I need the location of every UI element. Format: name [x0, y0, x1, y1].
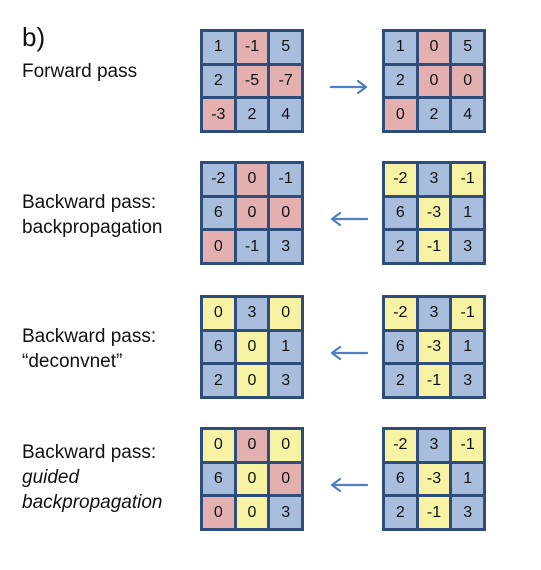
grid-cell: 0: [270, 298, 301, 329]
grid-cell: 0: [203, 298, 234, 329]
grid-cell: 3: [270, 497, 301, 528]
grid-cell: 1: [452, 331, 483, 363]
row-label-line: “deconvnet”: [22, 351, 123, 372]
grid-cell: -2: [385, 430, 416, 461]
grid-cell: 1: [270, 331, 301, 363]
grid-cell: 4: [452, 99, 483, 130]
row-label: Backward pass: guided backpropagation: [22, 440, 163, 515]
row-label: Backward pass: “deconvnet”: [22, 324, 156, 374]
grid-cell: 6: [385, 197, 416, 229]
grid-cell: 3: [452, 365, 483, 396]
grid-cell: 0: [203, 497, 234, 528]
grid-cell: 6: [203, 331, 234, 363]
grid-cell: -1: [236, 231, 268, 262]
grid-cell: 4: [270, 99, 301, 130]
grid-cell: 0: [203, 231, 234, 262]
row-label-line: Backward pass:: [22, 326, 157, 347]
grid-cell: 1: [452, 463, 483, 495]
grid-cell: 0: [385, 99, 416, 130]
grid-cell: 0: [236, 331, 268, 363]
grid-cell: -3: [418, 197, 450, 229]
grid-cell: 3: [418, 298, 450, 329]
grid-cell: 0: [236, 365, 268, 396]
grid-cell: 2: [385, 365, 416, 396]
row-label-line: Backward pass:: [22, 442, 157, 463]
grid-cell: 6: [203, 463, 234, 495]
row-label-line: backpropagation: [22, 217, 163, 238]
grid-cell: 5: [270, 32, 301, 63]
grid-cell: -1: [418, 497, 450, 528]
grid-cell: 0: [236, 197, 268, 229]
grid-cell: 5: [452, 32, 483, 63]
grid-cell: 3: [236, 298, 268, 329]
grid-cell: 2: [203, 365, 234, 396]
arrow-left-icon: [330, 212, 368, 226]
grid-cell: -1: [418, 365, 450, 396]
grid-cell: 0: [270, 197, 301, 229]
grid-cell: 3: [452, 231, 483, 262]
grid-cell: 3: [270, 231, 301, 262]
grid-cell: 0: [236, 430, 268, 461]
grid-cell: 1: [203, 32, 234, 63]
grid-cell: 0: [236, 463, 268, 495]
grid-cell: 0: [270, 463, 301, 495]
grid-cell: 3: [418, 430, 450, 461]
grid-cell: 6: [385, 463, 416, 495]
row-label: Forward pass: [22, 59, 137, 84]
arrow-left-icon: [330, 478, 368, 492]
grid-cell: -1: [452, 430, 483, 461]
grid-cell: 0: [236, 164, 268, 195]
grid-cell: 3: [270, 365, 301, 396]
grid-cell: 0: [203, 430, 234, 461]
grid-cell: 2: [418, 99, 450, 130]
grid-cell: -3: [418, 463, 450, 495]
grid-cell: 0: [236, 497, 268, 528]
grid-cell: -1: [236, 32, 268, 63]
grid-cell: -5: [236, 65, 268, 97]
row-label: Backward pass: backpropagation: [22, 190, 163, 240]
grid-cell: -2: [385, 164, 416, 195]
arrow-right-icon: [330, 80, 368, 94]
grid-cell: -2: [203, 164, 234, 195]
grid-cell: 3: [452, 497, 483, 528]
grid-cell: 0: [418, 32, 450, 63]
panel-label: b): [22, 22, 46, 52]
grid-cell: 2: [385, 231, 416, 262]
grid-cell: 2: [385, 497, 416, 528]
grid-cell: 2: [203, 65, 234, 97]
grid-cell: 1: [452, 197, 483, 229]
grid-cell: -1: [270, 164, 301, 195]
row-label-line: backpropagation: [22, 492, 163, 513]
grid-cell: 0: [270, 430, 301, 461]
grid-cell: 0: [452, 65, 483, 97]
grid-cell: 2: [385, 65, 416, 97]
row-label-line: guided: [22, 467, 80, 488]
grid-cell: 6: [203, 197, 234, 229]
grid-cell: -1: [418, 231, 450, 262]
grid-cell: 1: [385, 32, 416, 63]
grid-cell: 0: [418, 65, 450, 97]
grid-cell: 6: [385, 331, 416, 363]
grid-cell: -1: [452, 298, 483, 329]
row-label-line: Forward pass: [22, 61, 138, 82]
grid-cell: -1: [452, 164, 483, 195]
grid-cell: 3: [418, 164, 450, 195]
row-label-line: Backward pass:: [22, 192, 157, 213]
arrow-left-icon: [330, 346, 368, 360]
grid-cell: -3: [418, 331, 450, 363]
grid-cell: -3: [203, 99, 234, 130]
grid-cell: -2: [385, 298, 416, 329]
grid-cell: -7: [270, 65, 301, 97]
grid-cell: 2: [236, 99, 268, 130]
